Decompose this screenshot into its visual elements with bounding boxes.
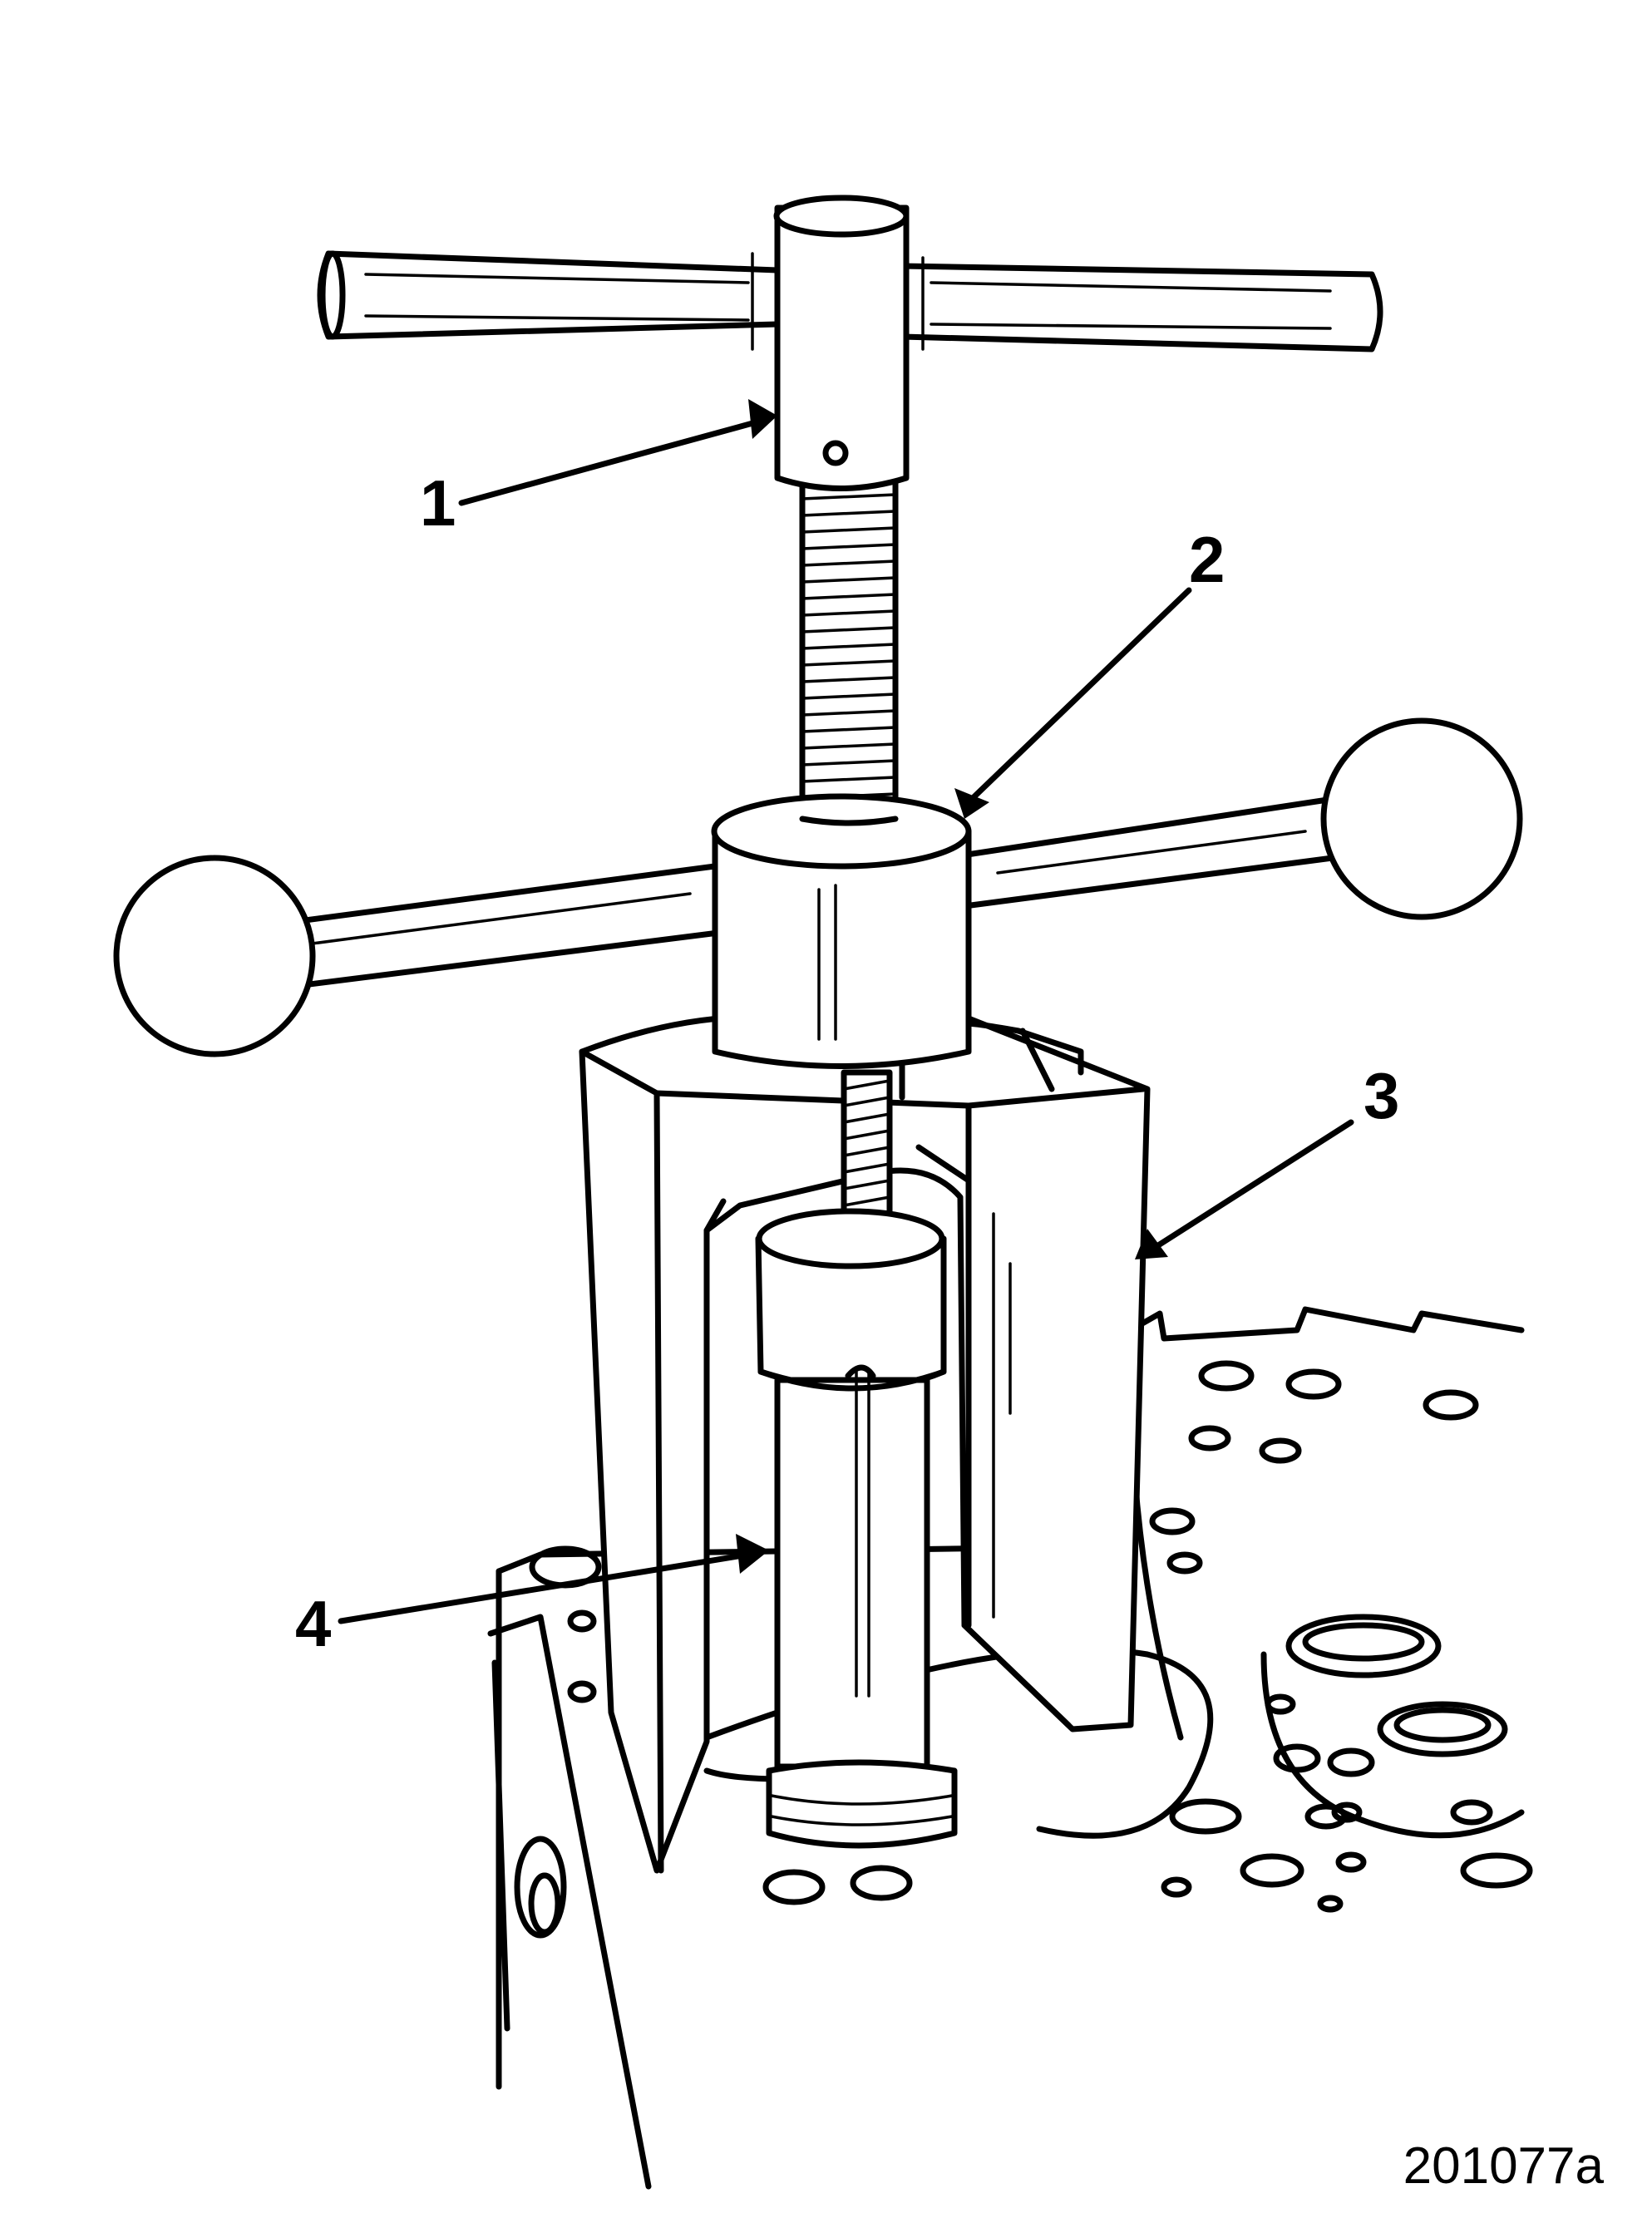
t-handle [317,195,1383,491]
callout-3-label: 3 [1364,1059,1399,1132]
callout-leaders [338,399,1354,1624]
ball-handle [113,717,1523,1069]
callout-1-label: 1 [420,466,456,540]
remover-adapter [755,1208,958,1849]
figure-id: 201077a [1403,2137,1604,2195]
callout-2-label: 2 [1189,523,1225,596]
callout-4-label: 4 [295,1587,331,1660]
cylinder-head [487,1306,1533,2190]
upper-threaded-rod [799,462,899,826]
